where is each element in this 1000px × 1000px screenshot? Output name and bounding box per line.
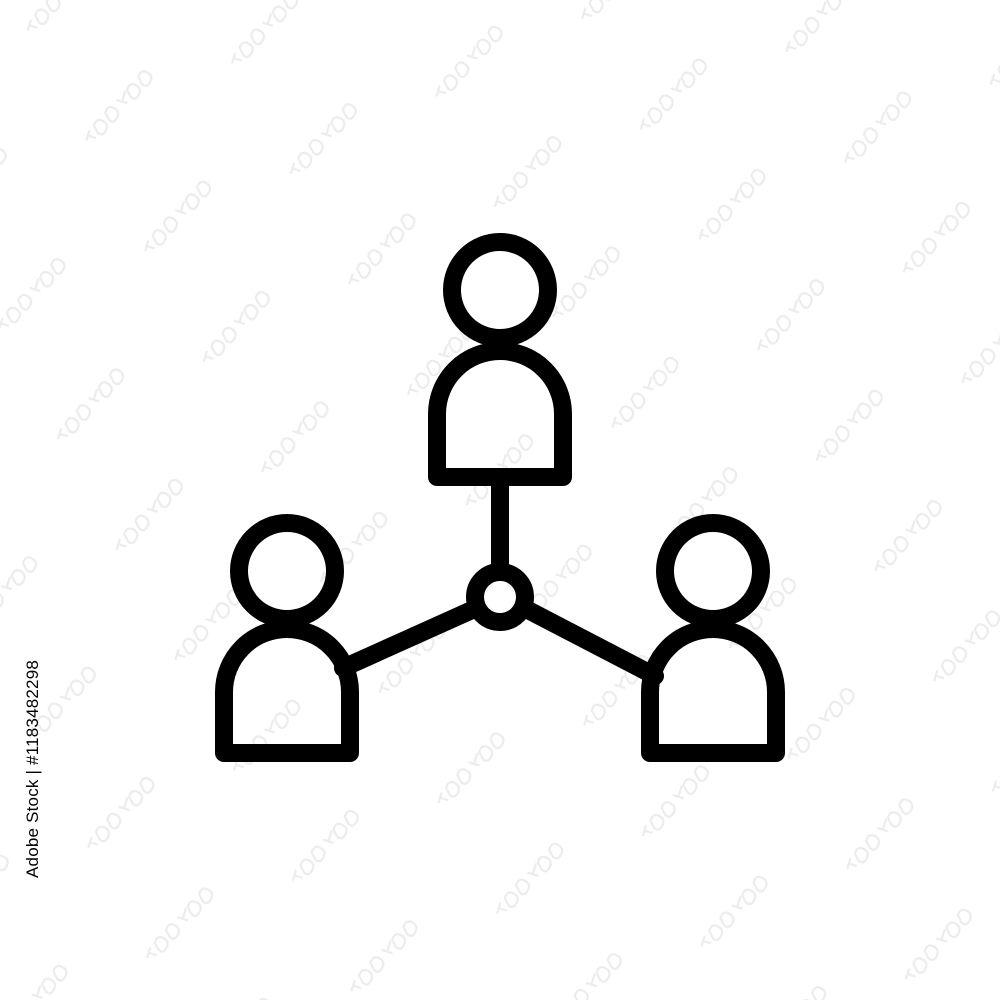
connector-right — [519, 601, 664, 685]
connector-left — [334, 601, 481, 677]
hub-node — [466, 563, 534, 631]
person-right-icon — [641, 514, 785, 762]
person-left-head — [230, 514, 344, 628]
person-left-body — [215, 620, 359, 762]
person-top-icon — [428, 233, 572, 486]
person-left-icon — [215, 514, 359, 762]
person-top-head — [443, 233, 557, 347]
person-right-head — [656, 514, 770, 628]
stock-id-label: Adobe Stock | #1183482298 — [23, 660, 42, 878]
person-right-body — [641, 620, 785, 762]
person-top-body — [428, 342, 572, 486]
